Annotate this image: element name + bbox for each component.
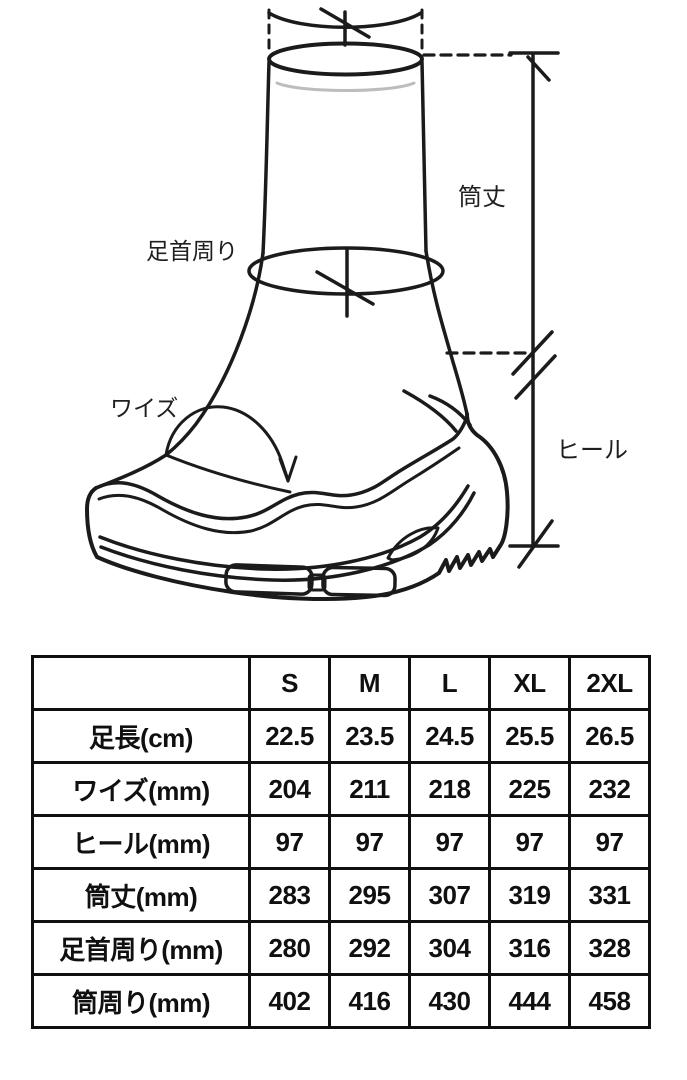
table-row-ankle-girth: 足首周り(mm) 280 292 304 316 328 — [31, 920, 651, 976]
heel-label: ヒール — [556, 437, 628, 464]
shaft-height-label: 筒丈 — [458, 184, 506, 211]
row-label: 筒周り(mm) — [31, 973, 251, 1029]
row-label: 筒丈(mm) — [31, 867, 251, 923]
size-cell: 402 — [248, 973, 331, 1029]
table-row-shaft-height: 筒丈(mm) 283 295 307 319 331 — [31, 867, 651, 923]
table-row-heel: ヒール(mm) 97 97 97 97 97 — [31, 814, 651, 870]
corner-cell — [31, 655, 251, 711]
size-cell: 97 — [568, 814, 651, 870]
column-header-xl: XL — [488, 655, 571, 711]
size-table-header-row: S M L XL 2XL — [31, 655, 651, 711]
size-cell: 204 — [248, 761, 331, 817]
width-indicator — [164, 405, 298, 494]
size-cell: 225 — [488, 761, 571, 817]
table-row-width: ワイズ(mm) 204 211 218 225 232 — [31, 761, 651, 817]
row-label: ワイズ(mm) — [31, 761, 251, 817]
size-cell: 458 — [568, 973, 651, 1029]
size-cell: 24.5 — [408, 708, 491, 764]
size-cell: 331 — [568, 867, 651, 923]
size-cell: 430 — [408, 973, 491, 1029]
boot-illustration: 足首周り ワイズ 筒丈 ヒール — [85, 7, 628, 602]
size-cell: 316 — [488, 920, 571, 976]
size-cell: 218 — [408, 761, 491, 817]
size-cell: 307 — [408, 867, 491, 923]
boot-shaft — [261, 41, 428, 255]
column-header-2xl: 2XL — [568, 655, 651, 711]
size-cell: 97 — [328, 814, 411, 870]
table-row-foot-length: 足長(cm) 22.5 23.5 24.5 25.5 26.5 — [31, 708, 651, 764]
row-label: 足長(cm) — [31, 708, 251, 764]
size-cell: 295 — [328, 867, 411, 923]
size-cell: 23.5 — [328, 708, 411, 764]
boot-sole — [85, 412, 510, 602]
size-table: S M L XL 2XL 足長(cm) 22.5 23.5 24.5 25.5 … — [31, 655, 651, 1029]
size-cell: 211 — [328, 761, 411, 817]
ankle-girth-label: 足首周り — [146, 238, 238, 264]
column-header-m: M — [328, 655, 411, 711]
row-label: 足首周り(mm) — [31, 920, 251, 976]
size-cell: 416 — [328, 973, 411, 1029]
size-cell: 304 — [408, 920, 491, 976]
size-cell: 97 — [488, 814, 571, 870]
row-label: ヒール(mm) — [31, 814, 251, 870]
column-header-l: L — [408, 655, 491, 711]
ankle-girth-indicator — [247, 246, 445, 318]
size-cell: 22.5 — [248, 708, 331, 764]
size-cell: 232 — [568, 761, 651, 817]
shaft-girth-indicator — [267, 7, 424, 57]
size-cell: 97 — [248, 814, 331, 870]
table-row-shaft-girth: 筒周り(mm) 402 416 430 444 458 — [31, 973, 651, 1029]
size-cell: 292 — [328, 920, 411, 976]
size-cell: 444 — [488, 973, 571, 1029]
width-label: ワイズ — [110, 395, 178, 421]
size-cell: 26.5 — [568, 708, 651, 764]
size-cell: 97 — [408, 814, 491, 870]
size-cell: 328 — [568, 920, 651, 976]
size-cell: 319 — [488, 867, 571, 923]
dimension-line — [422, 51, 560, 569]
column-header-s: S — [248, 655, 331, 711]
size-cell: 25.5 — [488, 708, 571, 764]
size-cell: 280 — [248, 920, 331, 976]
size-cell: 283 — [248, 867, 331, 923]
